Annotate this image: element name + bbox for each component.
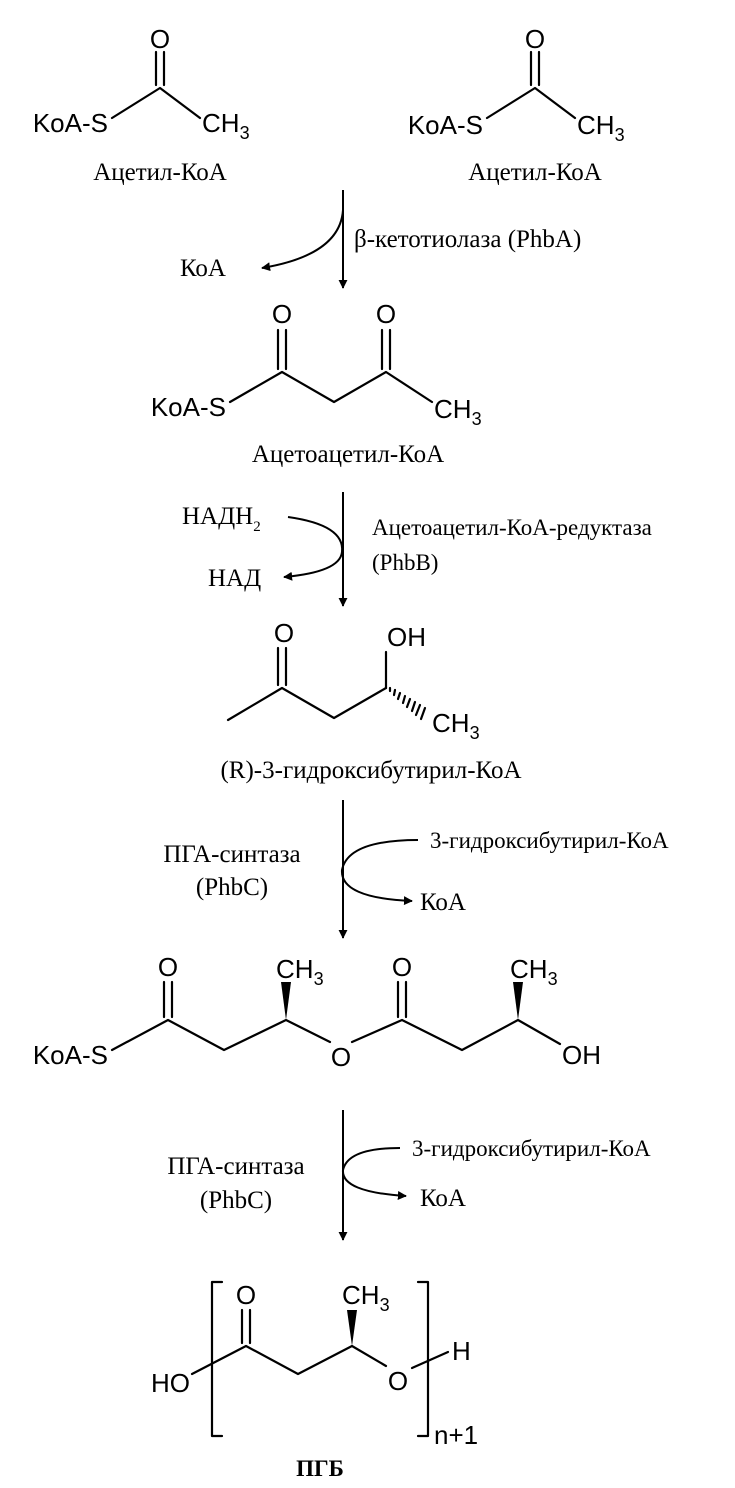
wedge-bond	[513, 982, 523, 1020]
coa-release-label: КоА	[420, 1185, 466, 1212]
enzyme-beta-ketothiolase: β-кетотиолаза (PhbA)	[354, 226, 581, 253]
acetyl-coa-name-left: Ацетил-КоА	[93, 159, 227, 186]
hydroxyl-label: OH	[387, 622, 426, 652]
acetyl-coa-name-right: Ацетил-КоА	[468, 159, 602, 186]
phb-product-name: ПГБ	[296, 1456, 344, 1481]
nad-label: НАД	[208, 565, 261, 592]
repeat-bracket-right	[416, 1280, 430, 1438]
oxygen-label: O	[274, 618, 294, 648]
wedge-bond	[347, 1310, 357, 1346]
oxygen-label: O	[158, 952, 178, 982]
dimer-structure: O O CH3 CH3 O KoA-S OH	[33, 952, 601, 1072]
koa-s-label: KoA-S	[151, 392, 226, 422]
oxygen-label: O	[150, 24, 170, 54]
repeat-count-label: n+1	[434, 1420, 478, 1450]
enzyme-phbc: (PhbC)	[196, 874, 268, 901]
enzyme-phbc: (PhbC)	[200, 1187, 272, 1214]
oxygen-label: O	[392, 952, 412, 982]
reaction-step-reductase: НАДН2 НАД Ацетоацетил-КоА-редуктаза (Phb…	[182, 492, 652, 607]
reaction-step-pha-synthase-1: 3-гидроксибутирил-КоА КоА ПГА-синтаза (P…	[163, 800, 669, 939]
substrate-3-hydroxybutyryl-coa: 3-гидроксибутирил-КоА	[430, 828, 669, 853]
phb-polymer-structure: O CH3 O HO H n+1	[151, 1280, 478, 1450]
hydroxyl-label: OH	[562, 1040, 601, 1070]
enzyme-pha-synthase: ПГА-синтаза	[163, 841, 300, 868]
methyl-label: CH3	[510, 954, 558, 989]
koa-s-label: KoA-S	[408, 110, 483, 140]
koa-s-label: KoA-S	[33, 1040, 108, 1070]
oxygen-label: O	[272, 299, 292, 329]
methyl-label: CH3	[577, 110, 625, 145]
wedge-bond	[281, 982, 291, 1020]
hydroxyl-end-label: HO	[151, 1368, 190, 1398]
repeat-bracket-left	[210, 1280, 224, 1438]
enzyme-reductase: Ацетоацетил-КоА-редуктаза	[372, 515, 652, 540]
oxygen-label: O	[376, 299, 396, 329]
methyl-label: CH3	[276, 954, 324, 989]
oxygen-label: O	[236, 1280, 256, 1310]
methyl-label: CH3	[202, 108, 250, 143]
r-3-hydroxybutyryl-coa-name: (R)-3-гидроксибутирил-КоА	[220, 757, 521, 784]
reaction-step-pha-synthase-2: 3-гидроксибутирил-КоА КоА ПГА-синтаза (P…	[167, 1110, 651, 1241]
ester-oxygen-label: O	[331, 1042, 351, 1072]
acetoacetyl-coa-name: Ацетоацетил-КоА	[252, 441, 444, 468]
enzyme-pha-synthase: ПГА-синтаза	[167, 1153, 304, 1180]
nadh2-label: НАДН2	[182, 503, 261, 535]
acetyl-coa-structure-right: O KoA-S CH3	[408, 24, 625, 145]
koa-s-label: KoA-S	[33, 108, 108, 138]
enzyme-phbb: (PhbB)	[372, 550, 438, 575]
methyl-label: CH3	[434, 394, 482, 429]
methyl-label: CH3	[342, 1280, 390, 1315]
acetyl-coa-structure-left: O KoA-S CH3	[33, 24, 250, 143]
substrate-3-hydroxybutyryl-coa: 3-гидроксибутирил-КоА	[412, 1136, 651, 1161]
coa-release-label: КоА	[180, 255, 226, 282]
hydrogen-end-label: H	[452, 1336, 471, 1366]
coa-release-label: КоА	[420, 889, 466, 916]
oxygen-label: O	[525, 24, 545, 54]
r-3-hydroxybutyryl-coa-structure: O OH CH3	[226, 618, 480, 743]
ester-oxygen-label: O	[388, 1366, 408, 1396]
reaction-step-thiolase: КоА β-кетотиолаза (PhbA)	[180, 190, 581, 289]
acetoacetyl-coa-structure: O O KoA-S CH3	[151, 299, 482, 429]
hashed-wedge-bond	[388, 686, 427, 721]
methyl-label: CH3	[432, 708, 480, 743]
